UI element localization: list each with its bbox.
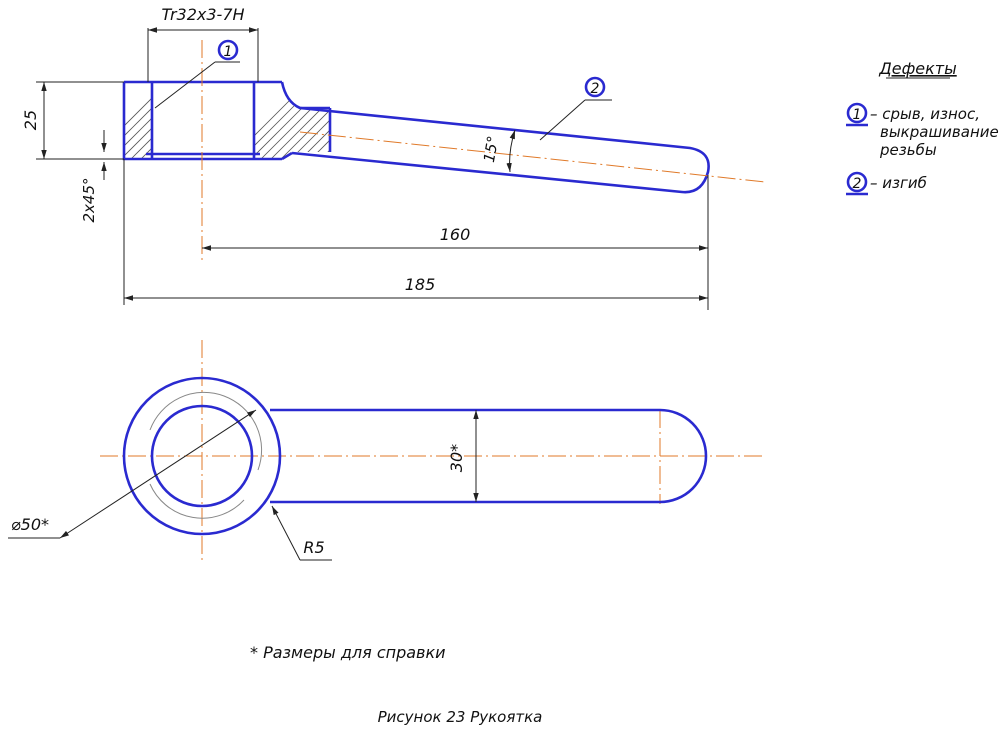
reference-note: * Размеры для справки: [250, 643, 446, 662]
height-label: 25: [21, 110, 40, 130]
radius-label: R5: [303, 538, 324, 557]
legend-1-number: 1: [853, 107, 862, 123]
defects-legend: Дефекты 1 – срыв, износ, выкрашивание ре…: [846, 59, 999, 196]
callout-1-circle: [217, 39, 239, 61]
legend-1-line-1: – срыв, износ,: [870, 105, 980, 123]
length-185-label: 185: [405, 275, 436, 294]
angle-arc: [506, 129, 516, 173]
angle-label: 15°: [480, 134, 502, 163]
legend-2-circle: [846, 171, 868, 193]
thread-label: Tr32x3-7H: [161, 5, 244, 24]
width-label: 30*: [447, 444, 466, 472]
shank-outline: [291, 106, 710, 194]
axis-shank: [299, 131, 766, 183]
callout-2-circle: [584, 76, 606, 98]
legend-1-line-3: резьбы: [879, 141, 937, 159]
plan-shank: [270, 408, 708, 504]
legend-1-circle: [846, 102, 868, 124]
diameter-label: ⌀50*: [11, 515, 49, 534]
ring-outline: [122, 80, 282, 161]
length-160-label: 160: [440, 225, 471, 244]
callout-1-number: 1: [224, 44, 233, 60]
legend-2-number: 2: [853, 176, 862, 192]
legend-title: Дефекты: [878, 59, 956, 78]
callout-2-leader: [539, 99, 586, 141]
diameter-leader: [59, 409, 257, 539]
figure-caption: Рисунок 23 Рукоятка: [378, 708, 543, 726]
plan-view: 30* ⌀50* R5: [8, 340, 765, 561]
radius-leader: [271, 505, 301, 561]
thread-arc-top: [149, 391, 263, 471]
chamfer-label: 2x45°: [80, 177, 98, 222]
callout-2-number: 2: [591, 81, 600, 97]
legend-1-line-2: выкрашивание: [880, 123, 999, 141]
callout-1-leader: [154, 61, 216, 109]
neck-bottom: [281, 151, 293, 161]
section-view: Tr32x3-7H 25 2x45° 15° 160 185 1 2: [21, 5, 766, 310]
legend-2-line-1: – изгиб: [870, 174, 927, 192]
neck-top: [280, 81, 330, 110]
